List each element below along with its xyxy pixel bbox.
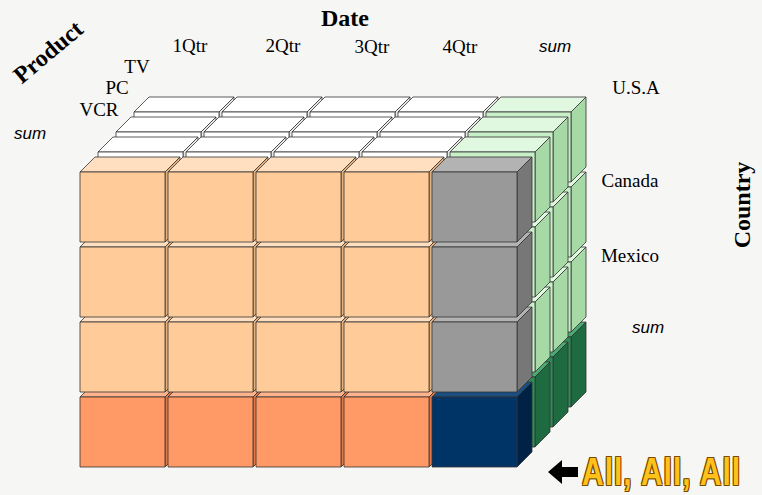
cube-face bbox=[274, 137, 374, 152]
axis-label: 1Qtr bbox=[173, 36, 208, 55]
cube-face bbox=[432, 322, 517, 392]
cube-face bbox=[553, 117, 568, 202]
axis-label: sum bbox=[632, 319, 664, 336]
cube-face bbox=[186, 137, 286, 152]
cube-face bbox=[80, 157, 180, 172]
axis-label: 2Qtr bbox=[266, 36, 301, 55]
cube-face bbox=[80, 172, 165, 242]
cube-face bbox=[204, 117, 304, 132]
axis-label: U.S.A bbox=[612, 78, 660, 97]
cube-face bbox=[535, 212, 550, 297]
axis-label: PC bbox=[105, 78, 128, 97]
cube-face bbox=[168, 322, 253, 392]
cube-face bbox=[344, 322, 429, 392]
axis-label: Mexico bbox=[601, 246, 659, 265]
cube-face bbox=[517, 232, 532, 317]
cube-face bbox=[432, 172, 517, 242]
pointer-arrow bbox=[548, 460, 578, 484]
cube-face bbox=[517, 382, 532, 467]
cube-face bbox=[80, 397, 165, 467]
cube-face bbox=[256, 247, 341, 317]
cube-face bbox=[134, 97, 234, 112]
cube-face bbox=[553, 342, 568, 427]
cube-face bbox=[571, 322, 586, 407]
cube-face bbox=[256, 172, 341, 242]
cube-face bbox=[468, 117, 568, 132]
cube-face bbox=[432, 247, 517, 317]
cube-face bbox=[222, 97, 322, 112]
cube-face bbox=[168, 397, 253, 467]
cube-face bbox=[168, 247, 253, 317]
cube-face bbox=[450, 137, 550, 152]
cube-face bbox=[380, 117, 480, 132]
cube-face bbox=[344, 172, 429, 242]
axis-label: Date bbox=[321, 6, 369, 30]
cube-face bbox=[256, 157, 356, 172]
cube-face bbox=[80, 322, 165, 392]
cube-face bbox=[256, 397, 341, 467]
cube-face bbox=[571, 172, 586, 257]
cube-face bbox=[432, 397, 517, 467]
cube-face bbox=[256, 322, 341, 392]
callout-text: All, All, All bbox=[582, 453, 741, 492]
cube-face bbox=[486, 97, 586, 112]
cube-face bbox=[535, 287, 550, 372]
axis-label: sum bbox=[539, 38, 571, 55]
axis-label: TV bbox=[124, 57, 149, 76]
axis-title: Product bbox=[9, 16, 87, 87]
cube-face bbox=[344, 247, 429, 317]
cube-face bbox=[553, 267, 568, 352]
cube-face bbox=[292, 117, 392, 132]
cube-face bbox=[517, 307, 532, 392]
cube-face bbox=[168, 172, 253, 242]
cube-face bbox=[310, 97, 410, 112]
axis-title: Country bbox=[730, 162, 754, 249]
cube-face bbox=[344, 157, 444, 172]
axis-label: sum bbox=[14, 125, 46, 142]
axis-label: 3Qtr bbox=[355, 37, 390, 56]
axis-label: 4Qtr bbox=[443, 37, 478, 56]
cube-face bbox=[535, 137, 550, 222]
cube-face bbox=[362, 137, 462, 152]
cube-face bbox=[98, 137, 198, 152]
cube-face bbox=[168, 157, 268, 172]
cube-face bbox=[116, 117, 216, 132]
cube-face bbox=[432, 157, 532, 172]
cube-face bbox=[535, 362, 550, 447]
axis-label: Canada bbox=[602, 171, 659, 190]
axis-label: VCR bbox=[79, 100, 118, 119]
cube-face bbox=[80, 247, 165, 317]
cube-face bbox=[517, 157, 532, 242]
cube-face bbox=[344, 397, 429, 467]
cube-face bbox=[571, 247, 586, 332]
cube-face bbox=[398, 97, 498, 112]
cube-face bbox=[571, 97, 586, 182]
cube-face bbox=[553, 192, 568, 277]
